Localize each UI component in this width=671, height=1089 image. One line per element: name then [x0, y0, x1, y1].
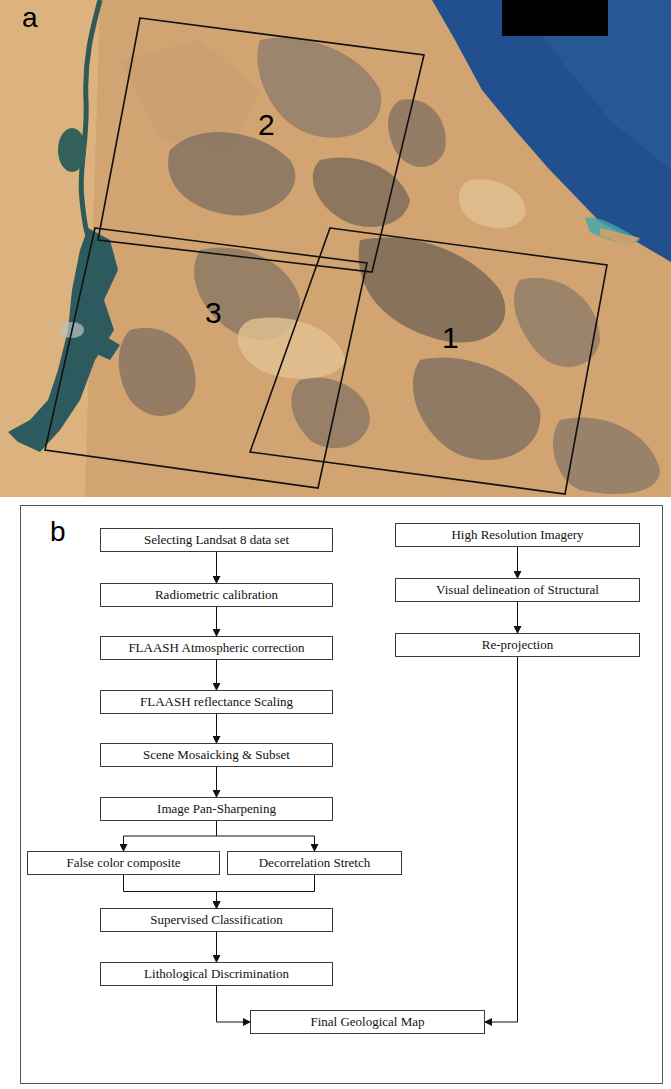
process-box: Image Pan-Sharpening	[100, 797, 333, 821]
process-box: High Resolution Imagery	[395, 523, 640, 547]
flow-arrow	[124, 821, 217, 851]
flow-arrow	[217, 986, 251, 1022]
process-box: Radiometric calibration	[100, 583, 333, 607]
flow-arrow	[124, 875, 217, 908]
box-text: FLAASH reflectance Scaling	[105, 694, 328, 710]
flow-arrow	[216, 767, 217, 797]
box-text: Scene Mosaicking & Subset	[105, 747, 328, 763]
flow-arrow	[217, 821, 315, 851]
callout-number: 1	[442, 323, 459, 353]
flow-arrow	[485, 657, 518, 1022]
box-text: False color composite	[32, 855, 215, 871]
panel-letter: a	[22, 4, 38, 32]
box-text: Supervised Classification	[105, 912, 328, 928]
box-text: Re-projection	[400, 637, 635, 653]
box-text: Lithological Discrimination	[105, 966, 328, 982]
box-text: Selecting Landsat 8 data set	[105, 532, 328, 548]
box-text: High Resolution Imagery	[400, 527, 635, 543]
process-box: Visual delineation of Structural	[395, 578, 640, 602]
box-text: FLAASH Atmospheric correction	[105, 640, 328, 656]
flow-arrow	[217, 875, 315, 908]
process-box: Re-projection	[395, 633, 640, 657]
flow-arrow	[216, 607, 217, 636]
process-box: Decorrelation Stretch	[227, 851, 402, 875]
callout-number: 2	[258, 110, 275, 140]
process-box: FLAASH Atmospheric correction	[100, 636, 333, 660]
box-text: Visual delineation of Structural	[400, 582, 635, 598]
process-box: FLAASH reflectance Scaling	[100, 690, 333, 714]
flow-arrow	[216, 552, 217, 583]
flow-arrow	[216, 714, 217, 743]
panel-letter: b	[50, 518, 66, 546]
box-text: Decorrelation Stretch	[232, 855, 397, 871]
process-box: Scene Mosaicking & Subset	[100, 743, 333, 767]
process-box: Final Geological Map	[250, 1010, 485, 1034]
satellite-map	[0, 0, 671, 497]
flow-arrow	[216, 660, 217, 690]
flow-arrow	[517, 547, 518, 578]
box-text: Final Geological Map	[255, 1014, 480, 1030]
box-text: Radiometric calibration	[105, 587, 328, 603]
flow-arrow	[517, 602, 518, 633]
flow-arrow	[216, 932, 217, 962]
process-box: Lithological Discrimination	[100, 962, 333, 986]
box-text: Image Pan-Sharpening	[105, 801, 328, 817]
process-box: Selecting Landsat 8 data set	[100, 528, 333, 552]
callout-number: 3	[205, 298, 222, 328]
process-box: False color composite	[27, 851, 220, 875]
process-box: Supervised Classification	[100, 908, 333, 932]
